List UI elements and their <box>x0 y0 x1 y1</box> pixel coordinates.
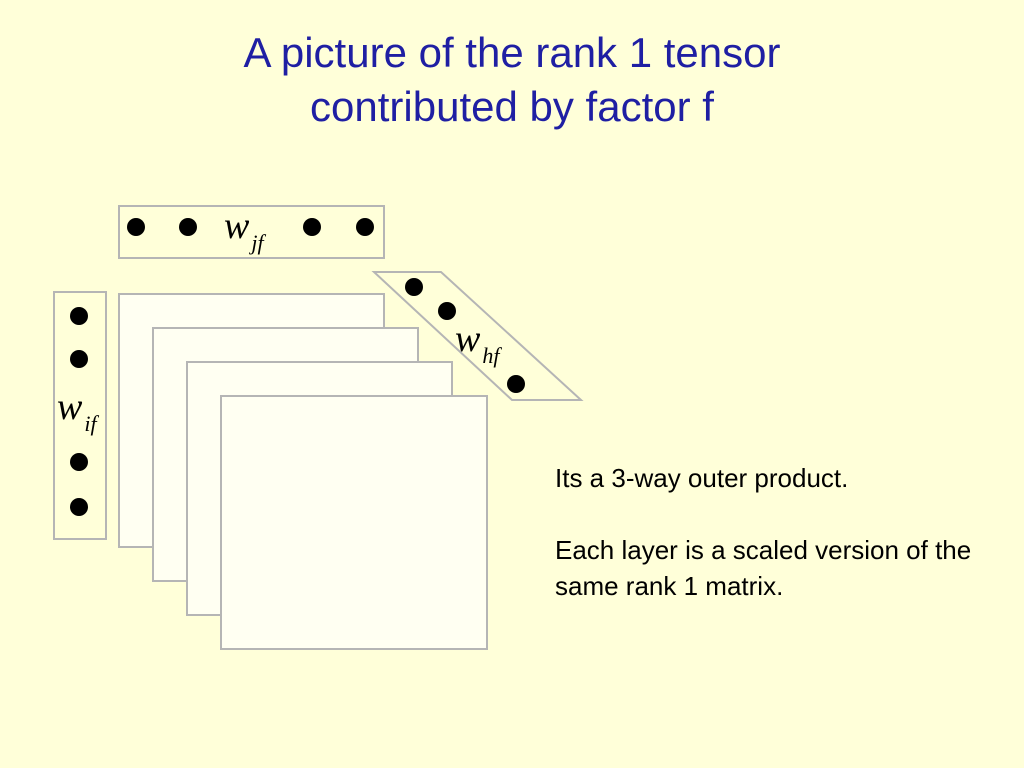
label-w-hf-base: w <box>455 318 481 360</box>
label-w-if-sub: if <box>84 411 99 436</box>
vector-w-hf: whf <box>371 271 584 401</box>
label-w-if-base: w <box>57 386 83 428</box>
vector-w-if: wif <box>53 291 107 540</box>
note-outer-product: Its a 3-way outer product. <box>555 463 849 493</box>
vector-w-if-dot-2 <box>70 350 88 368</box>
vector-w-if-box <box>53 291 107 540</box>
vector-w-hf-box <box>371 271 584 401</box>
label-w-jf: wjf <box>224 205 266 255</box>
vector-w-hf-dot-1 <box>405 278 423 296</box>
explanation-text: Its a 3-way outer product. Each layer is… <box>555 460 995 604</box>
title-line-1: A picture of the rank 1 tensor <box>243 29 781 76</box>
label-w-hf: whf <box>455 318 502 368</box>
label-w-jf-sub: jf <box>248 230 266 255</box>
vector-w-hf-dot-2 <box>438 302 456 320</box>
vector-w-if-dot-4 <box>70 498 88 516</box>
vector-w-if-dot-1 <box>70 307 88 325</box>
vector-w-jf-dot-3 <box>303 218 321 236</box>
vector-w-jf-dot-4 <box>356 218 374 236</box>
vector-w-hf-dot-3 <box>507 375 525 393</box>
label-w-if: wif <box>57 386 99 436</box>
label-w-jf-base: w <box>224 205 250 247</box>
vector-w-jf-dot-2 <box>179 218 197 236</box>
vector-w-if-dot-3 <box>70 453 88 471</box>
vector-w-jf-box <box>118 205 385 259</box>
slide-title: A picture of the rank 1 tensor contribut… <box>0 26 1024 134</box>
vector-w-jf-dot-1 <box>127 218 145 236</box>
title-line-2: contributed by factor f <box>310 83 714 130</box>
vector-w-jf: wjf <box>118 205 385 259</box>
tensor-layer-4 <box>220 395 488 650</box>
label-w-hf-sub: hf <box>482 343 502 368</box>
note-layers: Each layer is a scaled version of the sa… <box>555 535 972 601</box>
